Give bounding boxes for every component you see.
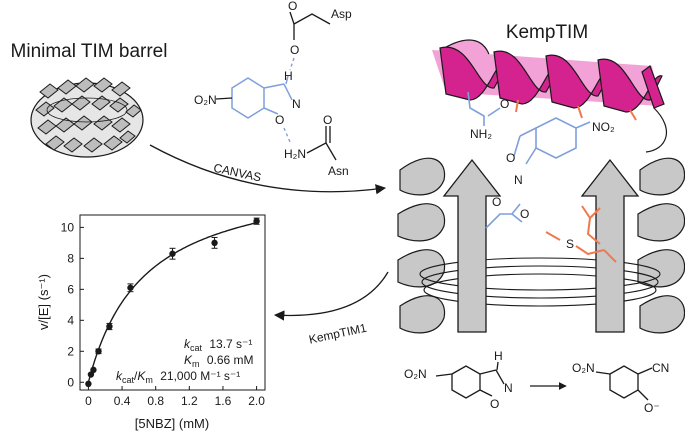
y-tick-label: 4: [67, 313, 74, 327]
top-chemistry-fragment: O Asp O H O₂N N O H₂N O Asn: [194, 0, 352, 178]
kcat-symbol: k: [184, 337, 191, 351]
svg-text:kcat 13.7 s⁻¹: kcat 13.7 s⁻¹: [184, 337, 252, 354]
reactant-n: N: [504, 381, 513, 395]
asp-label: Asp: [331, 7, 352, 21]
y-tick-label: 6: [67, 282, 74, 296]
data-point: [127, 284, 134, 291]
x-tick-label: 1.6: [215, 394, 232, 408]
eff-kcat-symbol: k: [116, 369, 123, 383]
barrel-helix-left: [397, 157, 446, 334]
kemptim-structure: NO₂ O N O NH₂: [397, 39, 685, 334]
kemptim1-arrow-label: KempTIM1: [308, 321, 369, 347]
data-point: [85, 380, 92, 388]
y-tick-label: 8: [67, 251, 74, 265]
hbond-h: H: [284, 69, 293, 83]
efficiency-value: 21,000 M⁻¹ s⁻¹: [160, 369, 240, 383]
kemptim1-arrow: [273, 271, 389, 321]
svg-text:kcat/Km 21,000 M⁻¹ s⁻¹: kcat/Km 21,000 M⁻¹ s⁻¹: [116, 369, 240, 386]
svg-text:Km 0.66 mM: Km 0.66 mM: [184, 353, 254, 370]
title-kemptim: KempTIM: [506, 22, 588, 43]
asn-oxygen: O: [323, 113, 332, 127]
active-site-oxygen: O: [500, 97, 509, 111]
chart-y-axis-label: v/[E] (s⁻¹): [36, 274, 51, 330]
kemp-reaction-scheme: O₂N H N O O₂N CN O⁻: [404, 349, 669, 415]
chart-y-axis: 0 2 4 6 8 10: [61, 220, 84, 389]
eff-km-symbol: K: [137, 369, 146, 383]
active-site-nh2: NH₂: [470, 127, 492, 141]
asn-nh2: H₂N: [284, 147, 306, 161]
barrel-helix-right: [637, 157, 685, 334]
x-tick-label: 0.8: [147, 394, 164, 408]
chart-frame: [79, 214, 266, 391]
eff-kcat-subscript: cat: [122, 375, 135, 385]
active-site-ring-n: N: [514, 173, 523, 187]
minimal-tim-barrel-illustration: [30, 77, 144, 158]
y-tick-label: 0: [67, 375, 74, 389]
product-cn: CN: [652, 361, 669, 375]
x-tick-label: 0: [85, 394, 92, 408]
eff-km-subscript: m: [145, 375, 153, 385]
product-nitro: O₂N: [572, 361, 595, 375]
canvas-arrow: [149, 144, 387, 195]
data-point: [106, 323, 113, 330]
asp-carbonyl-oxygen: O: [288, 0, 297, 13]
active-site-no2: NO₂: [592, 120, 615, 134]
active-site-carbox-o2: O: [520, 207, 529, 221]
canvas-arrow-label: CANVAS: [212, 161, 262, 185]
data-point: [90, 366, 97, 374]
active-site-carbox-o: O: [492, 195, 501, 209]
x-tick-label: 2.0: [248, 394, 265, 408]
product-o: O⁻: [644, 401, 660, 415]
asp-oxygen: O: [290, 43, 299, 57]
data-point: [169, 250, 176, 257]
y-tick-label: 2: [67, 344, 74, 358]
kinetics-annotations: kcat 13.7 s⁻¹ Km 0.66 mM kcat/Km 21,000 …: [116, 337, 254, 386]
active-site-ring-o: O: [506, 151, 515, 165]
top-nitro-label: O₂N: [194, 93, 217, 107]
title-minimal-tim-barrel: Minimal TIM barrel: [11, 41, 168, 62]
reactant-nitro: O₂N: [404, 367, 427, 381]
chart-data-points: [85, 217, 260, 388]
chart-x-axis-label: [5NBZ] (mM): [135, 416, 209, 431]
chart-x-axis: 0 0.4 0.8 1.2 1.6 2.0: [85, 386, 265, 408]
x-tick-label: 1.2: [181, 394, 198, 408]
km-symbol: K: [184, 353, 193, 367]
asn-label: Asn: [328, 164, 349, 178]
kinetics-chart: 0 0.4 0.8 1.2 1.6 2.0 0 2 4 6 8 10 [5NBZ] (mM) v/[…: [36, 214, 266, 431]
data-point: [253, 217, 260, 225]
km-value: 0.66 mM: [207, 353, 254, 367]
reactant-o: O: [490, 397, 499, 411]
active-site-sulfur: S: [566, 237, 574, 251]
top-ring-nitrogen: N: [292, 97, 301, 111]
top-ring-oxygen: O: [275, 113, 284, 127]
y-tick-label: 10: [61, 220, 75, 234]
kcat-value: 13.7 s⁻¹: [209, 337, 252, 351]
x-tick-label: 0.4: [114, 394, 131, 408]
kcat-subscript: cat: [190, 343, 203, 353]
reactant-h: H: [494, 349, 503, 363]
beta-strand-right: [580, 158, 640, 333]
data-point: [211, 239, 218, 247]
km-subscript: m: [192, 359, 200, 369]
beta-strand-left: [442, 158, 502, 333]
eff-slash: /: [134, 369, 138, 383]
data-point: [95, 348, 102, 355]
magenta-helix: [432, 39, 667, 153]
